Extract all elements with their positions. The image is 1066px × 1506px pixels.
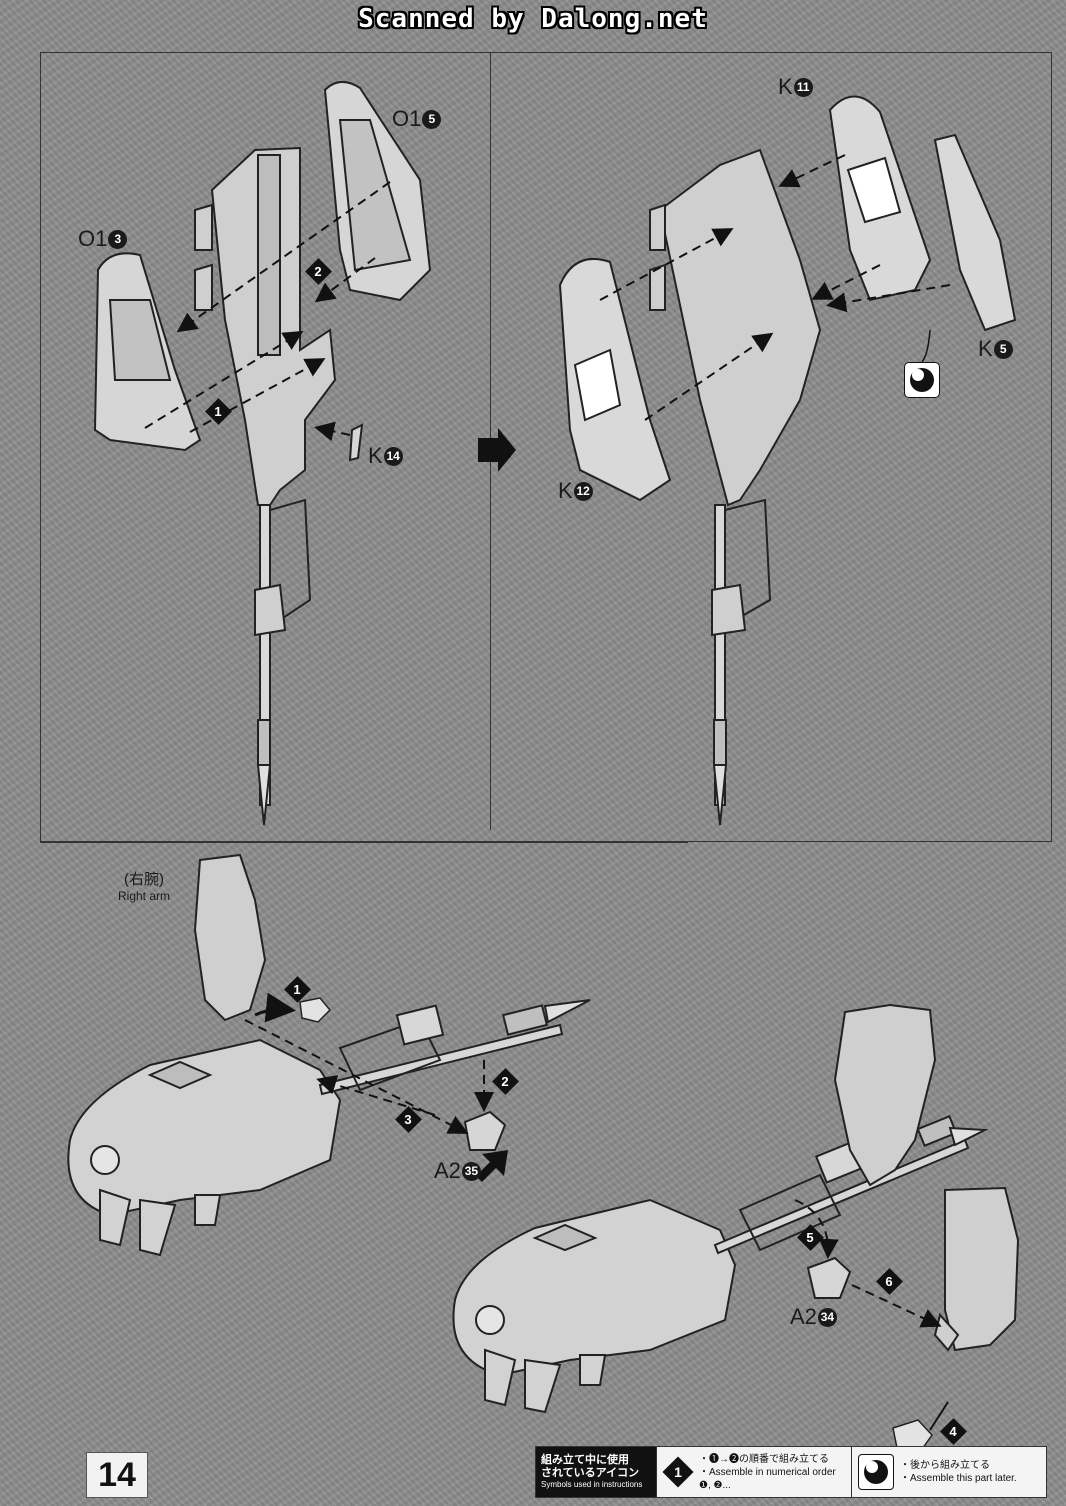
- bike-shaft-left: [318, 999, 591, 1096]
- step-2-bottom: 2: [492, 1068, 518, 1094]
- step-3-bottom: 3: [395, 1106, 421, 1132]
- insert-arrow: [929, 1401, 949, 1431]
- assemble-later-legend-icon: [858, 1454, 894, 1490]
- bike-body-left: [67, 1038, 342, 1257]
- weapon-core-left: [194, 146, 337, 826]
- step-1-top-left: 1: [205, 398, 231, 424]
- top-left-guides: [144, 181, 391, 442]
- hand-part-a2-34: [806, 1256, 852, 1299]
- bottom-right-guides: [794, 1199, 942, 1328]
- step-1-bottom: 1: [284, 976, 310, 1002]
- bottom-panel-divider: [40, 842, 688, 843]
- transition-arrow-bottom: [476, 1150, 508, 1182]
- legend-item-assemble-later: ・後から組み立てる ・Assemble this part later.: [851, 1447, 1046, 1497]
- part-later-leader: [921, 329, 931, 363]
- step-6-bottom: 6: [876, 1268, 902, 1294]
- hand-part-a2-35: [463, 1110, 507, 1151]
- rotate-arrow: [254, 992, 296, 1023]
- right-arm-label-jp: (右腕): [124, 871, 164, 888]
- arm-left-side: [933, 1186, 1020, 1352]
- right-arm-upper: [193, 853, 267, 1022]
- arm-assembled-right: [833, 1003, 937, 1187]
- weapon-core-right: [649, 148, 822, 826]
- side-plate-k11: [828, 95, 932, 302]
- scan-watermark: Scanned by Dalong.net: [358, 4, 708, 34]
- symbol-legend: 組み立て中に使用 されているアイコン Symbols used in instr…: [535, 1446, 1047, 1498]
- small-part-k14: [348, 423, 364, 462]
- finger-part-top: [299, 997, 332, 1023]
- page-number: 14: [86, 1452, 148, 1498]
- step-5-bottom: 5: [797, 1224, 823, 1250]
- assemble-later-moon-cut: [912, 369, 924, 381]
- legend-heading: 組み立て中に使用 されているアイコン Symbols used in instr…: [536, 1447, 656, 1497]
- legend-moon-cut: [866, 1461, 878, 1473]
- top-panel-frame: [40, 52, 1052, 842]
- top-right-guides: [599, 154, 951, 421]
- side-plate-k5: [933, 133, 1017, 332]
- legend-item-numerical-order: 1 ・❶→❷の順番で組み立てる ・Assemble in numerical o…: [656, 1447, 851, 1497]
- bike-body-right: [452, 1198, 737, 1414]
- step-diamond-icon: 1: [663, 1457, 693, 1487]
- side-plate-o1-3: [93, 252, 202, 452]
- side-plate-k12: [558, 257, 672, 502]
- step-2-top-left: 2: [305, 258, 331, 284]
- right-arm-label-en: Right arm: [117, 889, 170, 903]
- finger-part-bottom: [892, 1419, 933, 1453]
- step-4-bottom: 4: [940, 1418, 966, 1444]
- assemble-later-icon: [904, 362, 940, 398]
- right-arm-label: (右腕) Right arm: [104, 868, 184, 903]
- transition-arrow-top: [478, 428, 516, 472]
